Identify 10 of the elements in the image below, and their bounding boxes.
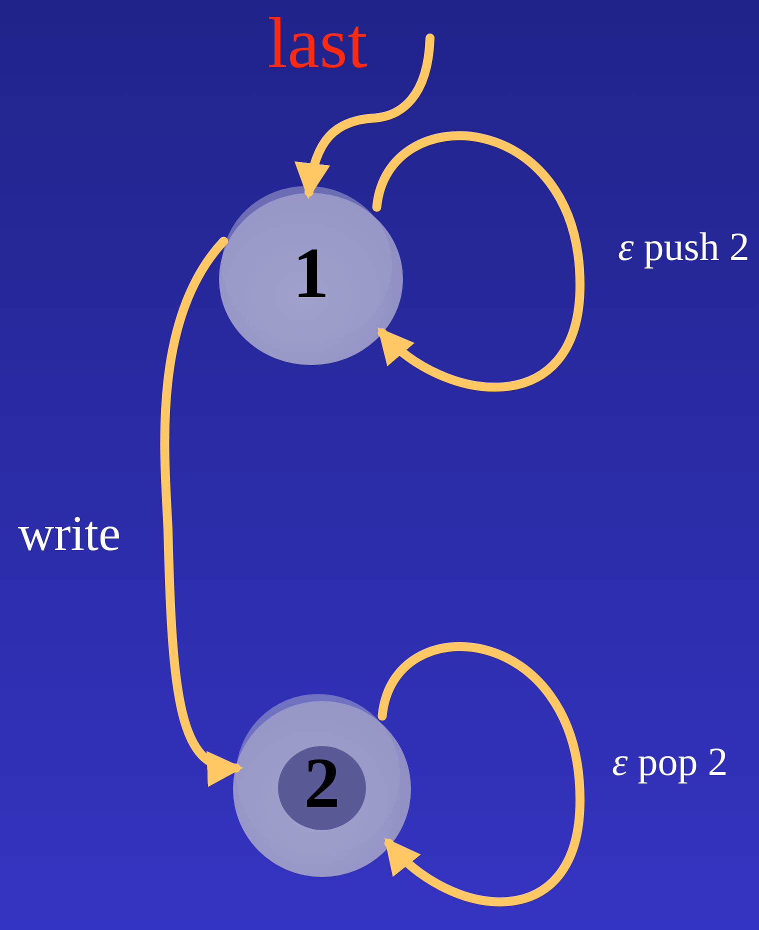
state-number: 1 [293, 237, 329, 309]
state-number: 2 [304, 747, 340, 819]
arrow [160, 236, 244, 784]
edge-label: ε push 2 [618, 225, 750, 269]
arrow [378, 642, 584, 906]
edge-label: ε pop 2 [612, 740, 728, 784]
arrow [295, 34, 434, 200]
start-label: last [250, 0, 385, 85]
edge-label: write [18, 506, 121, 561]
arrow [372, 131, 584, 392]
